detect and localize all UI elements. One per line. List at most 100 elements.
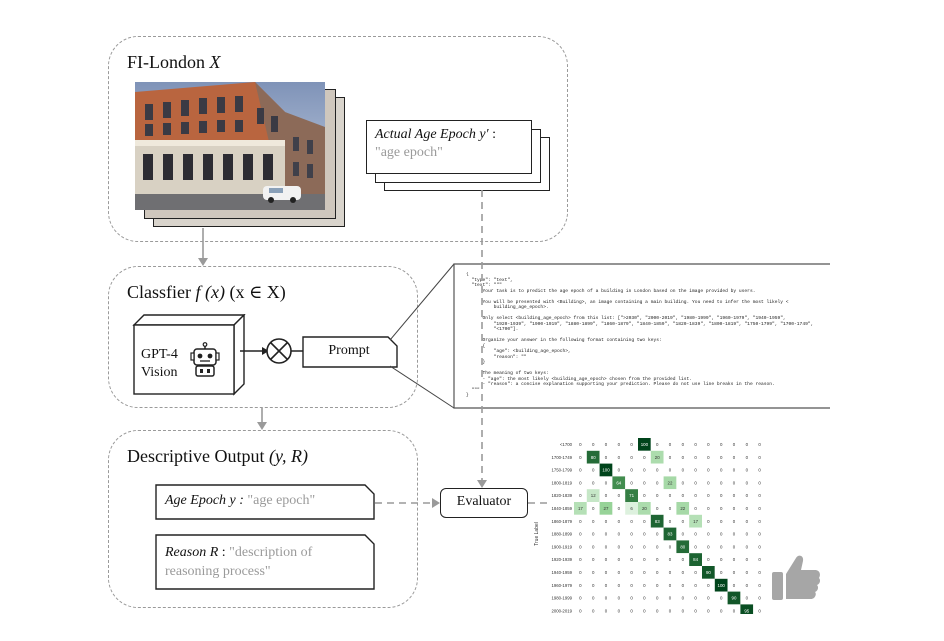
heatmap-y-tick: 1750-1799 (551, 468, 572, 473)
heatmap-cell-value: 0 (579, 583, 582, 588)
heatmap-cell-value: 64 (616, 480, 621, 485)
heatmap-cell (714, 591, 728, 605)
heatmap-cell-value: 0 (656, 480, 659, 485)
heatmap-cell-value: 0 (592, 608, 595, 613)
heatmap-cell (574, 553, 587, 566)
heatmap-cell (753, 438, 766, 451)
heatmap-cell-value: 0 (592, 506, 595, 511)
heatmap-cell (638, 502, 651, 515)
heatmap-cell-value: 0 (720, 570, 723, 575)
evaluator-box[interactable] (440, 488, 528, 518)
heatmap-cell (753, 514, 766, 528)
heatmap-cell-value: 0 (579, 455, 582, 460)
heatmap-cell-value: 0 (720, 596, 723, 601)
heatmap-cell-value: 0 (605, 519, 608, 524)
age-epoch-output: Age Epoch y : "age epoch" (165, 493, 315, 509)
heatmap-cell (663, 438, 677, 451)
heatmap-cell-value: 0 (758, 506, 761, 511)
heatmap-cell-value: 0 (643, 570, 646, 575)
heatmap-cell (676, 553, 690, 566)
heatmap-cell (727, 514, 741, 528)
heatmap-cell-value: 0 (618, 506, 621, 511)
heatmap-cell (702, 438, 715, 451)
heatmap-cell (702, 502, 715, 515)
heatmap-cell (599, 591, 613, 605)
heatmap-cell (625, 450, 638, 464)
heatmap-cell (740, 514, 754, 528)
heatmap-cell-value: 0 (579, 544, 582, 549)
heatmap-cell-value: 0 (720, 480, 723, 485)
heatmap-cell (753, 502, 766, 515)
heatmap-cell-value: 0 (669, 506, 672, 511)
heatmap-cell-value: 0 (618, 608, 621, 613)
output-box (108, 430, 418, 608)
heatmap-cell-value: 0 (707, 493, 710, 498)
heatmap-cell-value: 0 (579, 557, 582, 562)
heatmap-cell (740, 476, 754, 490)
heatmap-cell-value: 0 (630, 532, 633, 537)
heatmap-cell (612, 591, 626, 605)
heatmap-cell-value: 0 (707, 596, 710, 601)
heatmap-cell-value: 0 (707, 468, 710, 473)
heatmap-cell-value: 83 (655, 519, 660, 524)
heatmap-cell-value: 0 (733, 480, 736, 485)
heatmap-cell-value: 0 (720, 544, 723, 549)
heatmap-cell (625, 553, 638, 566)
heatmap-cell (676, 540, 690, 554)
heatmap-cell (625, 476, 638, 490)
heatmap-cell-value: 0 (605, 557, 608, 562)
heatmap-cell (753, 450, 766, 464)
heatmap-cell (650, 476, 664, 490)
heatmap-cell (663, 540, 677, 554)
heatmap-cell (574, 514, 587, 528)
heatmap-cell (740, 566, 754, 579)
heatmap-cell-value: 0 (682, 557, 685, 562)
heatmap-cell-value: 0 (733, 468, 736, 473)
heatmap-cell-value: 6 (630, 506, 633, 511)
heatmap-cell-value: 0 (643, 493, 646, 498)
heatmap-cell-value: 0 (592, 583, 595, 588)
heatmap-cell (612, 578, 626, 592)
heatmap-cell-value: 0 (592, 544, 595, 549)
heatmap-cell (663, 489, 677, 502)
heatmap-y-tick: 1940-1959 (551, 570, 572, 575)
heatmap-cell-value: 0 (618, 583, 621, 588)
heatmap-cell-value: 0 (746, 583, 749, 588)
heatmap-cell (625, 438, 638, 451)
heatmap-cell-value: 0 (656, 557, 659, 562)
heatmap-cell (702, 450, 715, 464)
heatmap-cell-value: 0 (643, 583, 646, 588)
heatmap-cell-value: 0 (758, 596, 761, 601)
heatmap-y-tick: 2000-2019 (551, 608, 572, 613)
heatmap-cell (714, 450, 728, 464)
heatmap-cell (625, 489, 638, 502)
heatmap-cell (663, 476, 677, 490)
heatmap-cell (676, 502, 690, 515)
heatmap-cell (663, 553, 677, 566)
heatmap-cell (753, 476, 766, 490)
heatmap-cell-value: 0 (579, 532, 582, 537)
heatmap-cell-value: 0 (656, 570, 659, 575)
heatmap-cell-value: 0 (618, 544, 621, 549)
prompt-button[interactable]: Prompt (328, 343, 370, 358)
heatmap-cell (612, 463, 626, 477)
heatmap-cell-value: 0 (707, 506, 710, 511)
heatmap-cell-value: 0 (605, 583, 608, 588)
heatmap-cell (676, 476, 690, 490)
heatmap-cell-value: 0 (707, 519, 710, 524)
heatmap-cell-value: 0 (618, 455, 621, 460)
heatmap-cell-value: 0 (643, 608, 646, 613)
heatmap-cell (586, 553, 600, 566)
heatmap-cell-value: 0 (682, 596, 685, 601)
heatmap-cell-value: 0 (669, 519, 672, 524)
heatmap-cell (740, 578, 754, 592)
heatmap-cell (740, 502, 754, 515)
heatmap-cell (586, 502, 600, 515)
heatmap-cell-value: 0 (694, 544, 697, 549)
heatmap-cell-value: 17 (693, 519, 698, 524)
heatmap-cell-value: 0 (758, 455, 761, 460)
heatmap-cell-value: 0 (746, 570, 749, 575)
heatmap-cell (574, 527, 587, 541)
heatmap-cell (650, 527, 664, 541)
heatmap-cell-value: 83 (668, 532, 673, 537)
